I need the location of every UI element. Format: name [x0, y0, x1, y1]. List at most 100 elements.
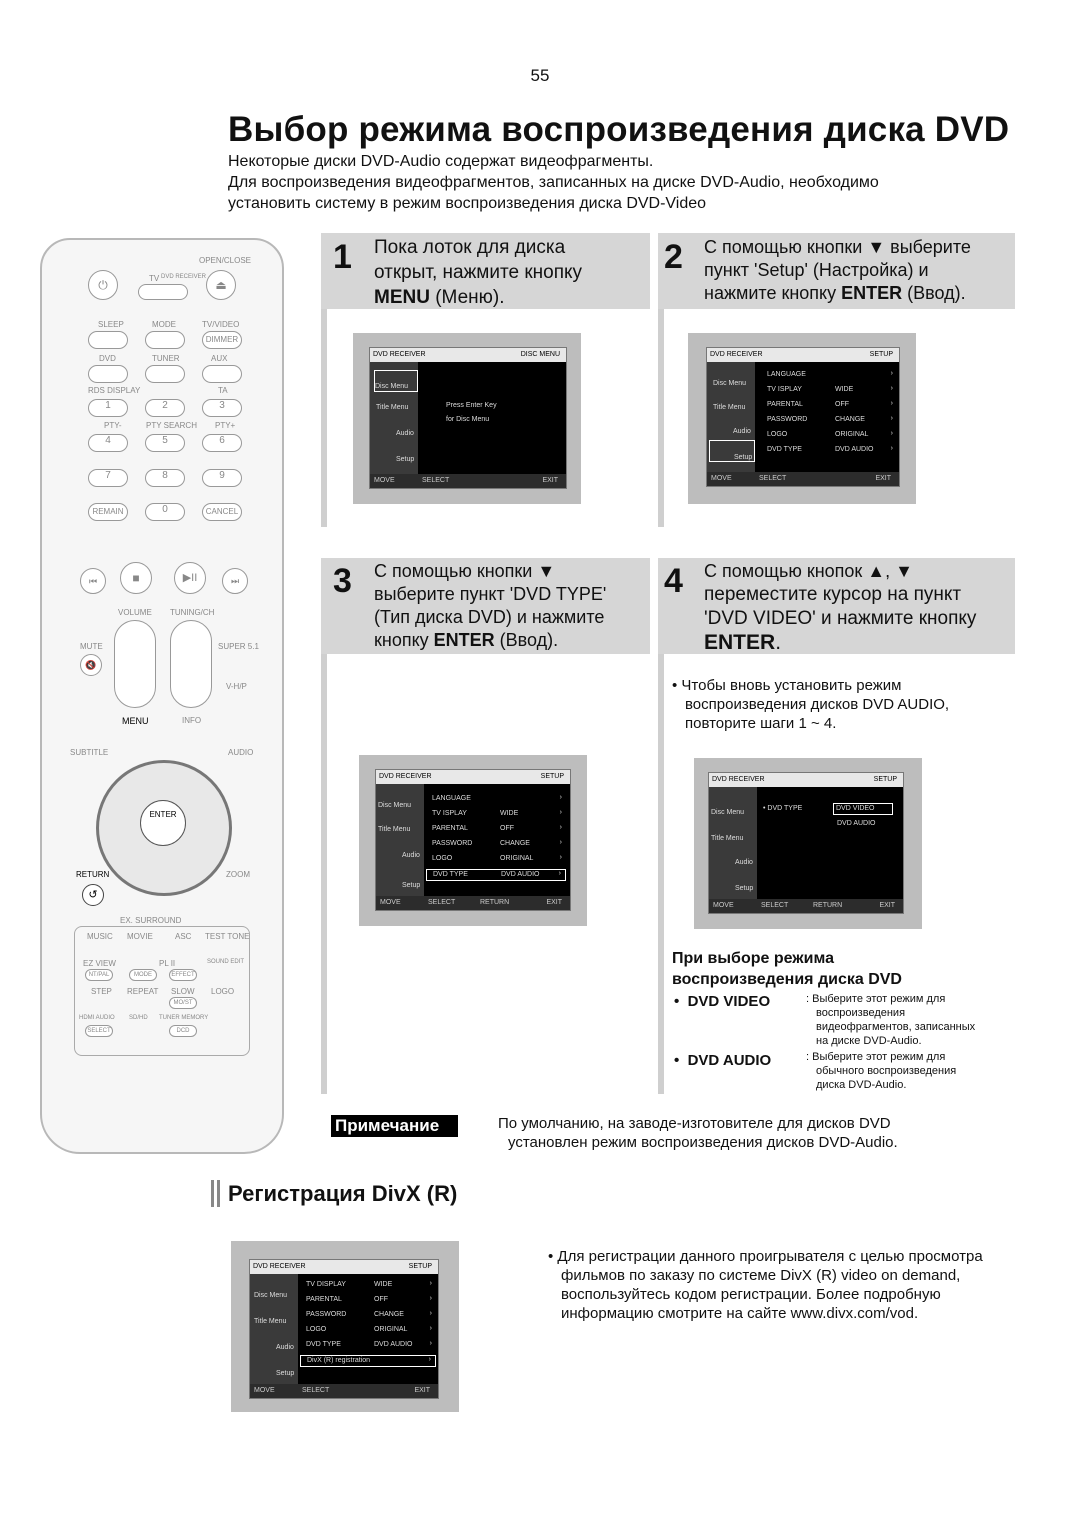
- side-audio: Audio: [396, 430, 414, 437]
- setup-row-value: CHANGE: [835, 416, 865, 423]
- remote-button: [202, 365, 242, 383]
- side-disc-menu: Disc Menu: [713, 380, 747, 387]
- remote-label: LOGO: [211, 987, 235, 996]
- remote-label: SD/HD: [129, 1015, 148, 1021]
- divx-text: Для регистрации данного проигрывателя с …: [557, 1248, 983, 1265]
- remote-label: EZ VIEW: [83, 959, 116, 968]
- chevron-right-icon: ›: [890, 430, 893, 437]
- modes-heading-1: При выборе режима: [672, 950, 834, 967]
- mode-dvd-video-desc-2: воспроизведения: [816, 1007, 906, 1019]
- side-disc-menu: Disc Menu: [374, 370, 418, 392]
- mode-dvd-video-desc-1: : Выберите этот режим для: [806, 993, 946, 1005]
- remote-button: DIMMER: [202, 331, 242, 349]
- side-title-menu: Title Menu: [254, 1318, 287, 1325]
- side-setup: Setup: [709, 440, 755, 462]
- remote-label: EX. SURROUND: [120, 916, 182, 925]
- remote-label: TV: [149, 274, 160, 283]
- dvd-type-label: DVD TYPE: [767, 805, 803, 812]
- step-2-rule: [658, 309, 664, 527]
- step-2-number: 2: [664, 238, 683, 276]
- tv-sidebar: Disc Menu Title Menu Audio Setup: [376, 784, 424, 896]
- remote-label: PL II: [159, 959, 176, 968]
- remote-label: TUNING/CH: [170, 608, 215, 617]
- remote-button: [145, 331, 185, 349]
- remote-button: 2: [145, 399, 185, 417]
- tv-sidebar: Disc Menu Title Menu Audio Setup: [250, 1274, 298, 1384]
- setup-row-value: OFF: [500, 825, 514, 832]
- chevron-right-icon: ›: [428, 1356, 431, 1363]
- step-1-number: 1: [333, 238, 352, 276]
- remote-label: MENU: [122, 716, 149, 726]
- remote-button: 0: [145, 503, 185, 521]
- remote-label: SOUND EDIT: [207, 959, 245, 965]
- intro-line-1: Некоторые диски DVD-Audio содержат видео…: [228, 153, 654, 170]
- intro-line-2: Для воспроизведения видеофрагментов, зап…: [228, 174, 879, 191]
- enter-label: ENTER: [149, 810, 177, 819]
- tv-sidebar: Disc Menu Title Menu Audio Setup: [707, 362, 755, 472]
- footer-return: RETURN: [813, 902, 843, 909]
- remote-label: STEP: [91, 987, 112, 996]
- remote-label: HDMI AUDIO: [79, 1015, 115, 1021]
- side-disc-menu: Disc Menu: [378, 802, 412, 809]
- intro-line-3: установить систему в режим воспроизведен…: [228, 195, 707, 212]
- side-title-menu: Title Menu: [378, 826, 411, 833]
- step-4-bullet-line-3: повторите шаги 1 ~ 4.: [685, 715, 837, 732]
- divx-text-line-1: • Для регистрации данного проигрывателя …: [548, 1248, 983, 1265]
- enter-key: ENTER: [433, 630, 495, 650]
- enter-button: ENTER: [140, 800, 186, 846]
- remote-button: 8: [145, 469, 185, 487]
- remote-label: RETURN: [76, 870, 110, 879]
- note-line-1: По умолчанию, на заводе-изготовителе для…: [498, 1115, 891, 1132]
- setup-row-key: LANGUAGE: [432, 795, 471, 802]
- nav-ring: [96, 760, 232, 896]
- setup-row-key: DVD TYPE: [306, 1341, 341, 1348]
- dvd-type-row: • DVD TYPE: [763, 805, 803, 812]
- remote-label: TUNER MEMORY: [159, 1015, 209, 1021]
- footer-move: MOVE: [254, 1387, 275, 1394]
- step-4-bullet-line-2: воспроизведения дисков DVD AUDIO,: [685, 696, 950, 713]
- remote-button: 5: [145, 434, 185, 452]
- press-enter-line-2: for Disc Menu: [446, 416, 490, 423]
- setup-row-key: TV ISPLAY: [432, 810, 467, 817]
- step-4-number: 4: [664, 562, 683, 600]
- side-audio: Audio: [402, 852, 420, 859]
- remote-label: TA: [218, 386, 228, 395]
- step-2-after: (Ввод).: [902, 283, 966, 303]
- step-2-panel: [658, 233, 1015, 309]
- step-3-after: (Ввод).: [494, 630, 559, 650]
- chevron-right-icon: ›: [429, 1310, 432, 1317]
- remote-label: TEST TONE: [205, 932, 250, 941]
- setup-row-key: PARENTAL: [306, 1296, 342, 1303]
- chevron-right-icon: ›: [890, 385, 893, 392]
- remote-label: SUPER 5.1: [218, 642, 259, 651]
- remote-label: DVD RECEIVER: [161, 274, 207, 280]
- bullet-text: Чтобы вновь установить режим: [681, 677, 902, 694]
- remote-label: TUNER: [152, 354, 180, 363]
- chevron-right-icon: ›: [890, 370, 893, 377]
- tv-header-title: SETUP: [869, 351, 893, 358]
- stop-icon: ■: [120, 562, 152, 594]
- setup-row-key: TV DISPLAY: [306, 1281, 346, 1288]
- step-4-panel: [658, 558, 1015, 654]
- note-line-2: установлен режим воспроизведения дисков …: [508, 1134, 898, 1151]
- remote-button: CANCEL: [202, 503, 242, 521]
- eject-icon: ⏏: [206, 270, 236, 300]
- step-2-pre: нажмите кнопку: [704, 283, 842, 303]
